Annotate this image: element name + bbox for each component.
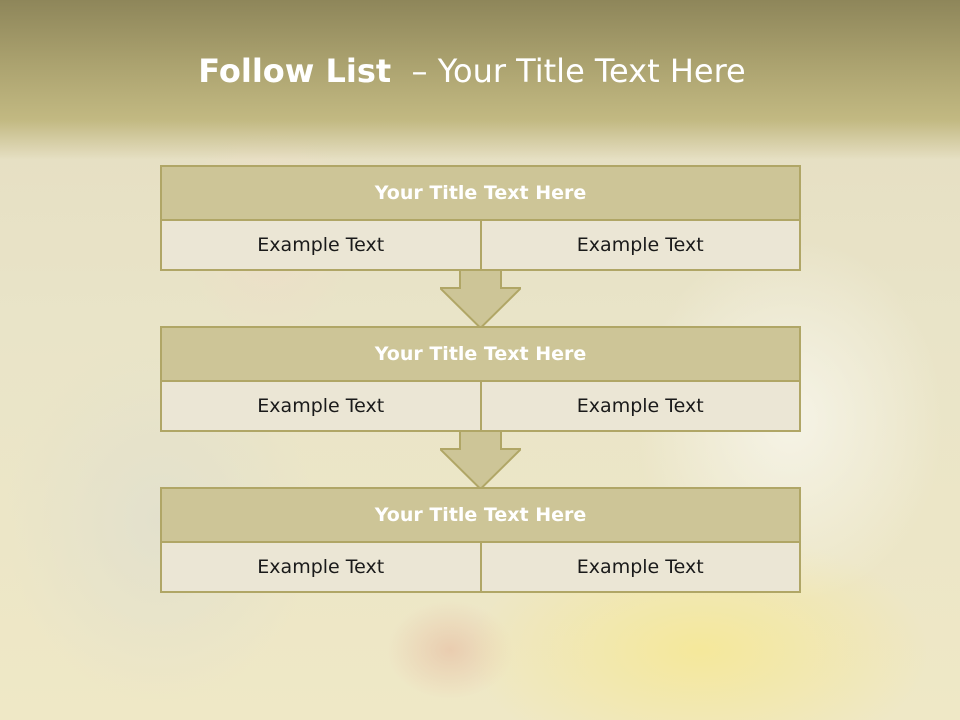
- down-arrow-icon: [440, 270, 521, 330]
- slide-title: Follow List – Your Title Text Here: [0, 52, 944, 90]
- block-title: Your Title Text Here: [160, 326, 801, 382]
- block-row: Example Text Example Text: [160, 543, 801, 593]
- block-cell-right: Example Text: [479, 221, 801, 271]
- slide-title-rest: – Your Title Text Here: [411, 52, 746, 90]
- list-block-3: Your Title Text Here Example Text Exampl…: [160, 487, 801, 593]
- block-row: Example Text Example Text: [160, 382, 801, 432]
- list-block-2: Your Title Text Here Example Text Exampl…: [160, 326, 801, 432]
- slide-title-bold: Follow List: [198, 52, 392, 90]
- down-arrow-icon: [440, 431, 521, 491]
- block-title: Your Title Text Here: [160, 487, 801, 543]
- block-row: Example Text Example Text: [160, 221, 801, 271]
- block-title: Your Title Text Here: [160, 165, 801, 221]
- block-cell-left: Example Text: [160, 382, 482, 432]
- header-band: [0, 0, 960, 160]
- block-cell-right: Example Text: [479, 382, 801, 432]
- block-cell-right: Example Text: [479, 543, 801, 593]
- list-block-1: Your Title Text Here Example Text Exampl…: [160, 165, 801, 271]
- block-cell-left: Example Text: [160, 543, 482, 593]
- block-cell-left: Example Text: [160, 221, 482, 271]
